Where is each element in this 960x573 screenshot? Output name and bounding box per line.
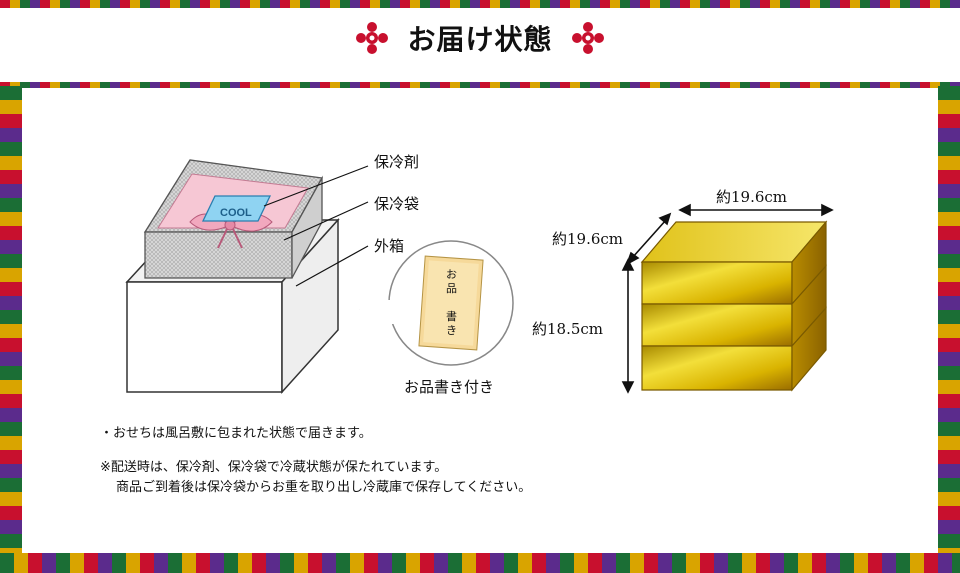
outer-box-label: 外箱 [374, 237, 405, 255]
header: お届け状態 [0, 18, 960, 58]
header-pattern-strip [0, 82, 960, 88]
note-line: ※配送時は、保冷剤、保冷袋で冷蔵状態が保たれています。 [100, 460, 448, 475]
note-line: 商品ご到着後は保冷袋からお重を取り出し冷蔵庫で保存してください。 [116, 480, 532, 495]
leader-lines [263, 165, 369, 287]
flower-crest-icon [571, 22, 604, 54]
ice-pack-text: COOL [220, 207, 252, 219]
width-dimension-label: 約19.6cm [716, 188, 788, 206]
cool-bag-label: 保冷袋 [374, 195, 420, 213]
menu-card-char: 品 [446, 282, 457, 295]
menu-card-bubble [359, 240, 514, 366]
ice-pack: COOL [201, 195, 272, 222]
bottom-pattern-border [0, 553, 960, 573]
menu-card-text-1: お品 [446, 268, 457, 295]
menu-card-char: お [446, 268, 457, 281]
menu-card-char: き [446, 324, 457, 337]
notes: ・おせちは風呂敷に包まれた状態で届きます。 ※配送時は、保冷剤、保冷袋で冷蔵状態… [100, 424, 531, 498]
header-band [0, 0, 960, 88]
ice-pack-label: 保冷剤 [374, 153, 420, 171]
left-pattern-border [0, 86, 22, 573]
note-line: ・おせちは風呂敷に包まれた状態で届きます。 [100, 426, 372, 441]
dimension-arrows [621, 203, 834, 394]
menu-card-text-2: 書き [446, 309, 457, 337]
jubako-box [640, 220, 828, 392]
height-dimension-label: 約18.5cm [532, 320, 604, 338]
page-title: お届け状態 [407, 23, 553, 56]
right-pattern-border [938, 86, 960, 573]
menu-card-char: 書 [446, 309, 457, 323]
menu-card-caption: お品書き付き [404, 378, 495, 396]
depth-dimension-label: 約19.6cm [552, 230, 624, 248]
top-pattern-strip [0, 0, 960, 8]
flower-crest-icon [356, 22, 389, 54]
